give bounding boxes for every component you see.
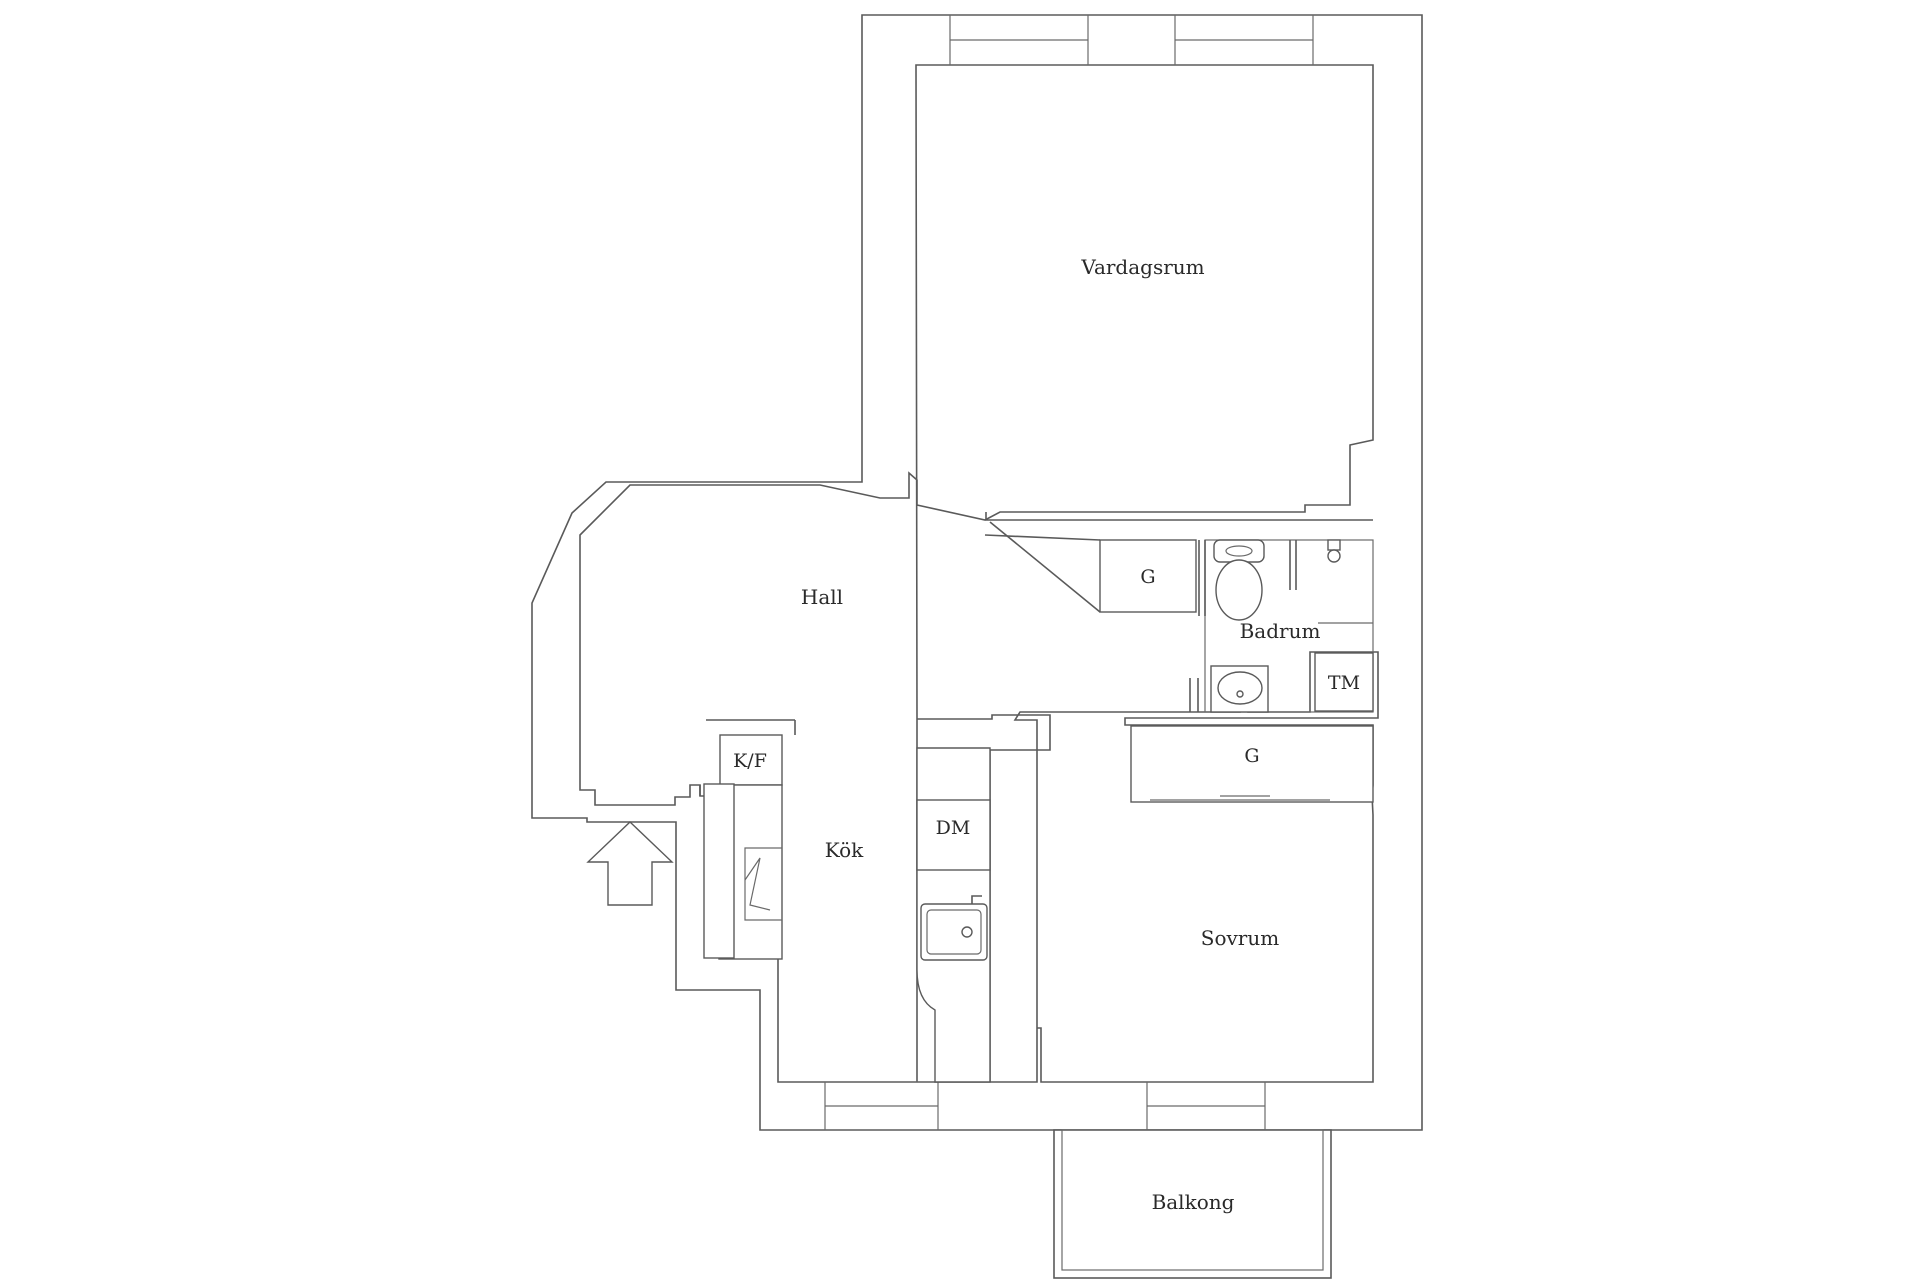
- label-garderob-hall: G: [1140, 566, 1155, 588]
- entrance-arrow-icon: [586, 821, 674, 906]
- room-label-vardagsrum: Vardagsrum: [1080, 255, 1204, 279]
- balcony: [1053, 1129, 1332, 1279]
- dishwasher: [916, 799, 991, 871]
- bathroom: [1204, 539, 1374, 713]
- shower-head-icon: [1327, 539, 1341, 563]
- room-label-sovrum: Sovrum: [1201, 926, 1279, 950]
- room-label-badrum: Badrum: [1240, 619, 1321, 643]
- toilet-icon: [1213, 539, 1265, 621]
- label-tvattmaskin: TM: [1328, 672, 1360, 694]
- washbasin-icon: [1210, 665, 1269, 713]
- living-room-bottom-wall: [985, 512, 1373, 521]
- room-label-kok: Kök: [825, 838, 864, 862]
- tall-cabinet: [703, 783, 735, 959]
- room-label-hall: Hall: [801, 585, 843, 609]
- room-label-balkong: Balkong: [1152, 1190, 1235, 1214]
- bedroom-wardrobe: [1130, 725, 1374, 803]
- label-diskmaskin: DM: [936, 817, 971, 839]
- hall-closet: [1099, 539, 1197, 613]
- kitchen-sink-icon: [920, 895, 988, 961]
- washing-machine: [1314, 652, 1374, 712]
- label-kyl-frys: K/F: [733, 750, 767, 772]
- label-garderob-sovrum: G: [1244, 745, 1259, 767]
